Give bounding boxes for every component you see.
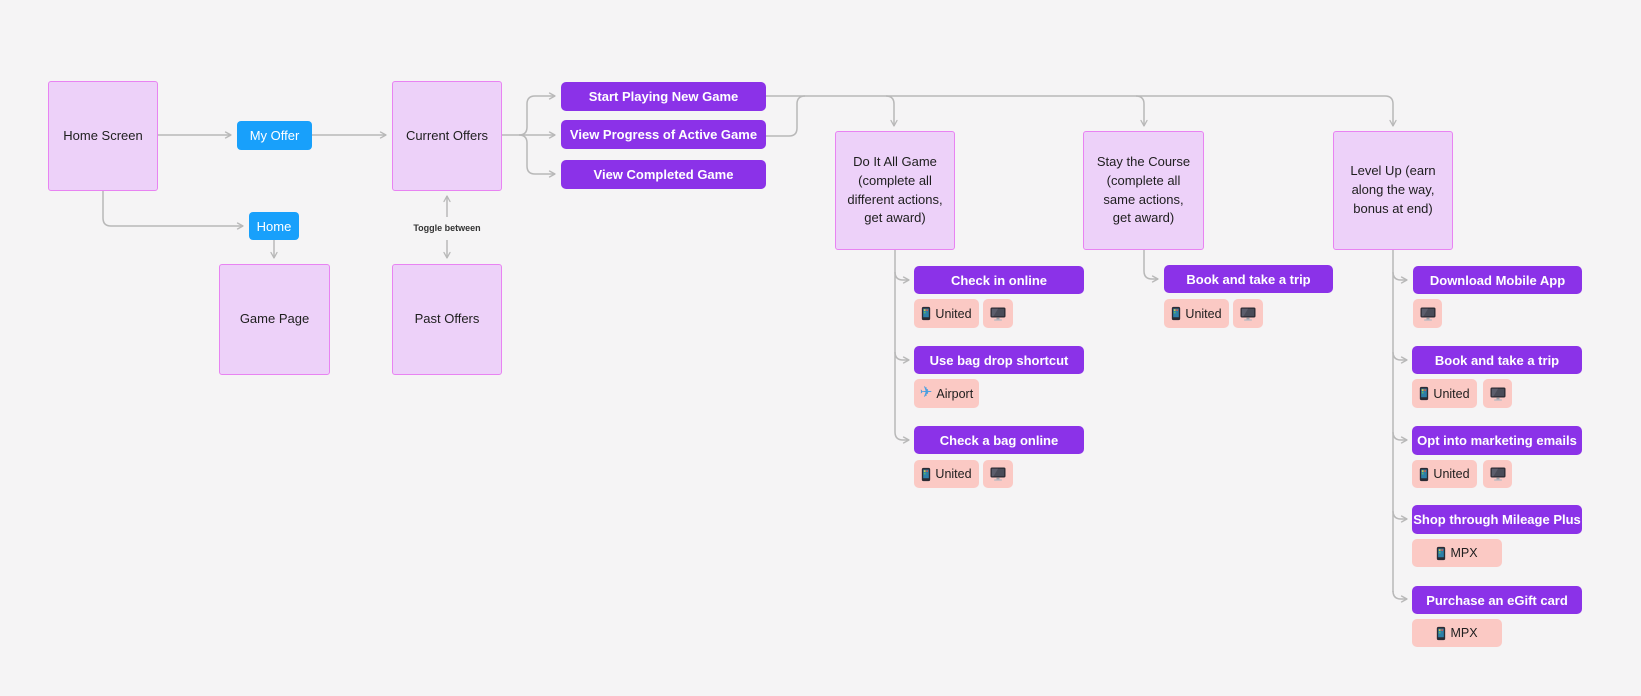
desktop-computer-icon	[990, 467, 1006, 481]
node-label: Use bag drop shortcut	[929, 352, 1069, 368]
node-use-bag-drop-shortcut[interactable]: Use bag drop shortcut	[914, 346, 1084, 374]
tag-desktop[interactable]	[1483, 379, 1512, 408]
node-start-playing-new-game[interactable]: Start Playing New Game	[561, 82, 766, 111]
tag-desktop[interactable]	[1413, 299, 1442, 328]
tag-united-phone[interactable]: United	[1412, 460, 1477, 488]
tag-label: MPX	[1450, 546, 1478, 560]
tag-label: United	[1433, 467, 1470, 481]
node-label: Home Screen	[63, 127, 143, 143]
node-check-in-online[interactable]: Check in online	[914, 266, 1084, 294]
node-label: Check a bag online	[939, 432, 1059, 448]
node-view-completed-game[interactable]: View Completed Game	[561, 160, 766, 189]
node-level-up[interactable]: Level Up (earn along the way, bonus at e…	[1333, 131, 1453, 250]
node-label: Book and take a trip	[1434, 352, 1560, 368]
desktop-computer-icon	[1490, 387, 1506, 401]
smartphone-icon	[1436, 546, 1446, 561]
desktop-computer-icon	[1240, 307, 1256, 321]
toggle-between-label: Toggle between	[397, 221, 497, 234]
node-label: Game Page	[239, 311, 310, 327]
node-label: Level Up (earn along the way, bonus at e…	[1350, 163, 1436, 216]
smartphone-icon	[921, 467, 931, 482]
node-label: Opt into marketing emails	[1417, 433, 1577, 448]
smartphone-icon	[1171, 306, 1181, 321]
node-purchase-an-egift-card[interactable]: Purchase an eGift card	[1412, 586, 1582, 614]
node-past-offers[interactable]: Past Offers	[392, 264, 502, 375]
node-label: Past Offers	[414, 311, 480, 327]
node-label: Shop through Mileage Plus	[1413, 512, 1581, 527]
tag-united-phone[interactable]: United	[1412, 379, 1477, 408]
node-home-screen[interactable]: Home Screen	[48, 81, 158, 191]
tag-desktop[interactable]	[983, 460, 1013, 488]
node-label: Purchase an eGift card	[1426, 592, 1568, 608]
tag-label: United	[1185, 306, 1222, 321]
smartphone-icon	[1436, 626, 1446, 641]
node-label: My Offer	[249, 128, 300, 143]
node-download-mobile-app[interactable]: Download Mobile App	[1413, 266, 1582, 294]
tag-mpx-phone[interactable]: MPX	[1412, 619, 1502, 647]
node-game-page[interactable]: Game Page	[219, 264, 330, 375]
node-label: Book and take a trip	[1186, 271, 1311, 287]
node-current-offers[interactable]: Current Offers	[392, 81, 502, 191]
node-book-and-take-a-trip-level[interactable]: Book and take a trip	[1412, 346, 1582, 374]
node-shop-through-mileage-plus[interactable]: Shop through Mileage Plus	[1412, 505, 1582, 534]
node-label: Start Playing New Game	[588, 89, 739, 104]
node-label: Home	[256, 218, 292, 234]
smartphone-icon	[1419, 386, 1429, 401]
desktop-computer-icon	[1420, 307, 1436, 321]
tag-desktop[interactable]	[1483, 460, 1512, 488]
node-book-and-take-a-trip-stay[interactable]: Book and take a trip	[1164, 265, 1333, 293]
node-check-a-bag-online[interactable]: Check a bag online	[914, 426, 1084, 454]
tag-united-phone[interactable]: United	[914, 460, 979, 488]
node-label: Current Offers	[405, 127, 489, 143]
smartphone-icon	[921, 306, 931, 321]
tag-airport[interactable]: ✈ Airport	[914, 379, 979, 408]
tag-united-phone[interactable]: United	[914, 299, 979, 328]
node-do-it-all-game[interactable]: Do It All Game (complete all different a…	[835, 131, 955, 250]
tag-label: Airport	[936, 386, 974, 401]
node-label: View Completed Game	[593, 167, 734, 182]
tag-label: United	[935, 467, 972, 481]
node-label: Do It All Game (complete all different a…	[847, 153, 943, 226]
desktop-computer-icon	[990, 307, 1006, 321]
tag-mpx-phone[interactable]: MPX	[1412, 539, 1502, 567]
node-label: Check in online	[950, 272, 1048, 288]
node-home-button[interactable]: Home	[249, 212, 299, 240]
tag-label: MPX	[1450, 626, 1478, 640]
tag-desktop[interactable]	[1233, 299, 1263, 328]
node-opt-into-marketing-emails[interactable]: Opt into marketing emails	[1412, 426, 1582, 455]
tag-desktop[interactable]	[983, 299, 1013, 328]
tag-label: United	[935, 306, 972, 321]
node-label: Download Mobile App	[1429, 272, 1566, 288]
tag-united-phone[interactable]: United	[1164, 299, 1229, 328]
smartphone-icon	[1419, 467, 1429, 482]
node-label: Stay the Course (complete all same actio…	[1096, 153, 1191, 226]
node-label: View Progress of Active Game	[569, 127, 758, 142]
tag-label: United	[1433, 386, 1470, 401]
airplane-icon: ✈	[919, 384, 933, 401]
node-my-offer-button[interactable]: My Offer	[237, 121, 312, 150]
node-view-progress-active-game[interactable]: View Progress of Active Game	[561, 120, 766, 149]
desktop-computer-icon	[1490, 467, 1506, 481]
node-stay-the-course[interactable]: Stay the Course (complete all same actio…	[1083, 131, 1204, 250]
